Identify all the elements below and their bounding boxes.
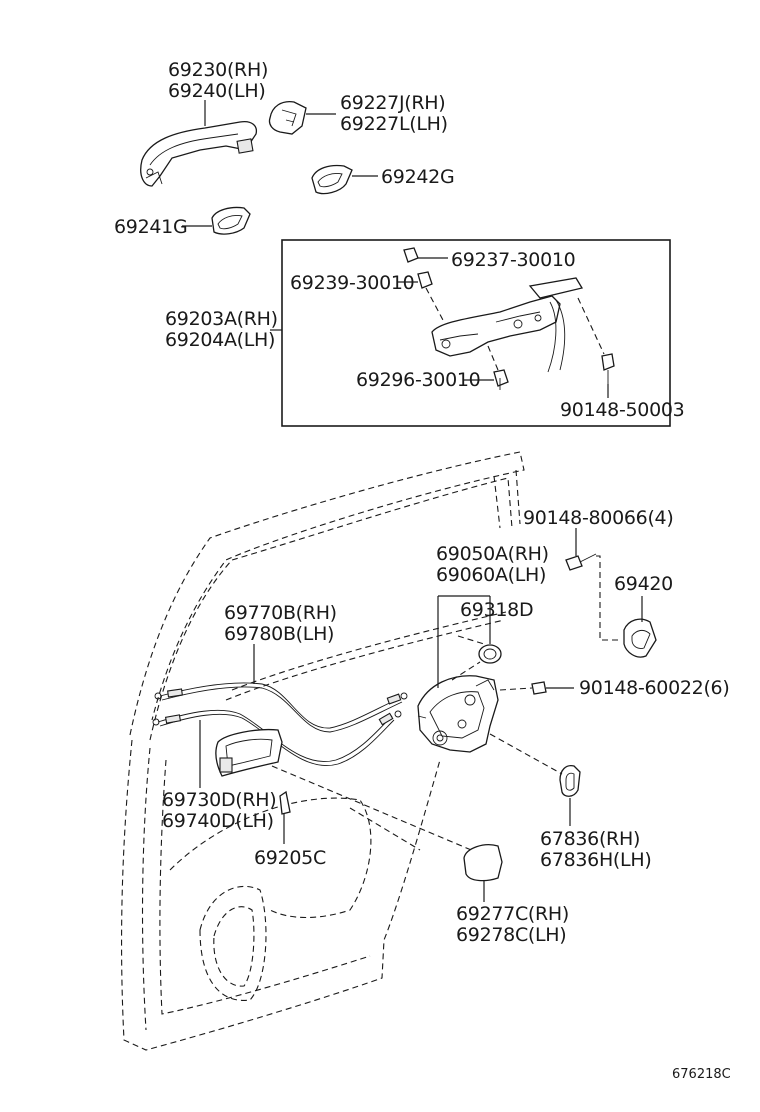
dashed-guide [596, 555, 620, 641]
inside-handle-part [215, 728, 283, 777]
label-69227l-lh: 69227L(LH) [340, 113, 448, 135]
dashed-guide [271, 765, 477, 853]
label-69203a-rh: 69203A(RH) [165, 308, 278, 330]
rear-door-outline [121, 451, 525, 1051]
label-69237-30010: 69237-30010 [451, 249, 575, 271]
dashed-guide [457, 635, 485, 645]
screw-90148-60022-part [531, 681, 547, 695]
label-69227j-rh: 69227J(RH) [340, 92, 445, 114]
clip-69237-part [403, 247, 419, 263]
outside-handle-part [140, 120, 258, 187]
dashed-guide [451, 661, 481, 681]
lock-seal-part [559, 764, 581, 797]
dashed-guide [577, 297, 605, 355]
screw-90148-50003-part [601, 353, 615, 384]
dashed-guide [489, 733, 563, 775]
label-69060a-lh: 69060A(LH) [436, 564, 546, 586]
label-69318d: 69318D [460, 599, 533, 621]
handle-gasket-rear-part [211, 206, 251, 235]
dashed-guide [499, 687, 533, 691]
label-90148-50003: 90148-50003 [560, 399, 684, 421]
dashed-guide [349, 807, 421, 851]
label-69205c: 69205C [254, 847, 326, 869]
inside-handle-cap-part [279, 790, 291, 815]
label-69278c-lh: 69278C(LH) [456, 924, 566, 946]
label-69730d-rh: 69730D(RH) [162, 789, 276, 811]
label-90148-60022: 90148-60022(6) [579, 677, 729, 699]
label-67836-rh: 67836(RH) [540, 828, 640, 850]
bolt-69296-part [493, 369, 509, 390]
label-69770b-rh: 69770B(RH) [224, 602, 337, 624]
dashed-guide [487, 345, 499, 371]
handle-gasket-front-part [311, 164, 353, 195]
label-69780b-lh: 69780B(LH) [224, 623, 334, 645]
label-69204a-lh: 69204A(LH) [165, 329, 275, 351]
lock-ring-part [478, 644, 502, 664]
clip-69239-part [417, 271, 433, 289]
label-69239-30010: 69239-30010 [290, 272, 414, 294]
handle-cap-part [268, 100, 307, 135]
label-69277c-rh: 69277C(RH) [456, 903, 569, 925]
handle-frame-part [431, 277, 584, 373]
label-69740d-lh: 69740D(LH) [162, 810, 274, 832]
label-69296-30010: 69296-30010 [356, 369, 480, 391]
door-lock-cable-part [154, 682, 408, 733]
label-90148-80066: 90148-80066(4) [523, 507, 673, 529]
label-69050a-rh: 69050A(RH) [436, 543, 549, 565]
label-67836h-lh: 67836H(LH) [540, 849, 651, 871]
screw-90148-80066-part [565, 553, 597, 571]
door-lock-assembly-part [417, 675, 499, 753]
label-69241g: 69241G [114, 216, 187, 238]
label-69230-rh: 69230(RH) [168, 59, 268, 81]
inside-handle-cover-part [463, 844, 503, 882]
diagram-reference-code: 676218C [672, 1067, 731, 1082]
door-striker-part [623, 618, 657, 658]
frame-assembly-box [281, 239, 671, 427]
dashed-guide [425, 287, 445, 323]
label-69240-lh: 69240(LH) [168, 80, 265, 102]
label-69242g: 69242G [381, 166, 454, 188]
label-69420: 69420 [614, 573, 673, 595]
